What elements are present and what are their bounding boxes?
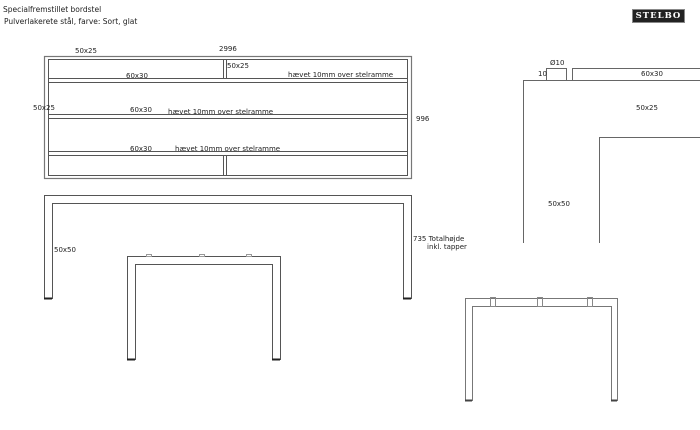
frame-side-label: 50x25 bbox=[33, 104, 55, 112]
corner-detail bbox=[523, 68, 700, 243]
detail-rail-label: 60x30 bbox=[641, 70, 663, 78]
height-dimension: 735 Totalhøjde bbox=[413, 235, 465, 243]
peg-height-label: 10 bbox=[538, 70, 547, 78]
rail-3-note: hævet 10mm over stelramme bbox=[175, 145, 281, 153]
rail-2-profile: 60x30 bbox=[130, 106, 152, 114]
end-view-with-pegs bbox=[465, 297, 618, 402]
leg-profile-label: 50x50 bbox=[54, 246, 76, 254]
detail-frame-label: 50x25 bbox=[636, 104, 658, 112]
end-view bbox=[127, 254, 281, 361]
width-dimension: 2996 bbox=[219, 45, 237, 53]
plan-view bbox=[43, 55, 413, 180]
rail-1-note: hævet 10mm over stelramme bbox=[288, 71, 394, 79]
rail-3-profile: 60x30 bbox=[130, 145, 152, 153]
stelbo-logo: STELBO bbox=[632, 9, 685, 23]
side-view bbox=[44, 195, 412, 300]
detail-leg-label: 50x50 bbox=[548, 200, 570, 208]
peg-diameter-label: Ø10 bbox=[550, 59, 565, 67]
material-spec: Pulverlakerete stål, farve: Sort, glat bbox=[4, 17, 138, 26]
drawing-title: Specialfremstillet bordstel bbox=[3, 5, 102, 14]
depth-dimension: 996 bbox=[416, 115, 430, 123]
rail-2-note: hævet 10mm over stelramme bbox=[168, 108, 274, 116]
center-beam-label: 50x25 bbox=[227, 62, 249, 70]
height-note: inkl. tapper bbox=[427, 243, 467, 251]
frame-top-label: 50x25 bbox=[75, 47, 97, 55]
rail-1-profile: 60x30 bbox=[126, 72, 148, 80]
